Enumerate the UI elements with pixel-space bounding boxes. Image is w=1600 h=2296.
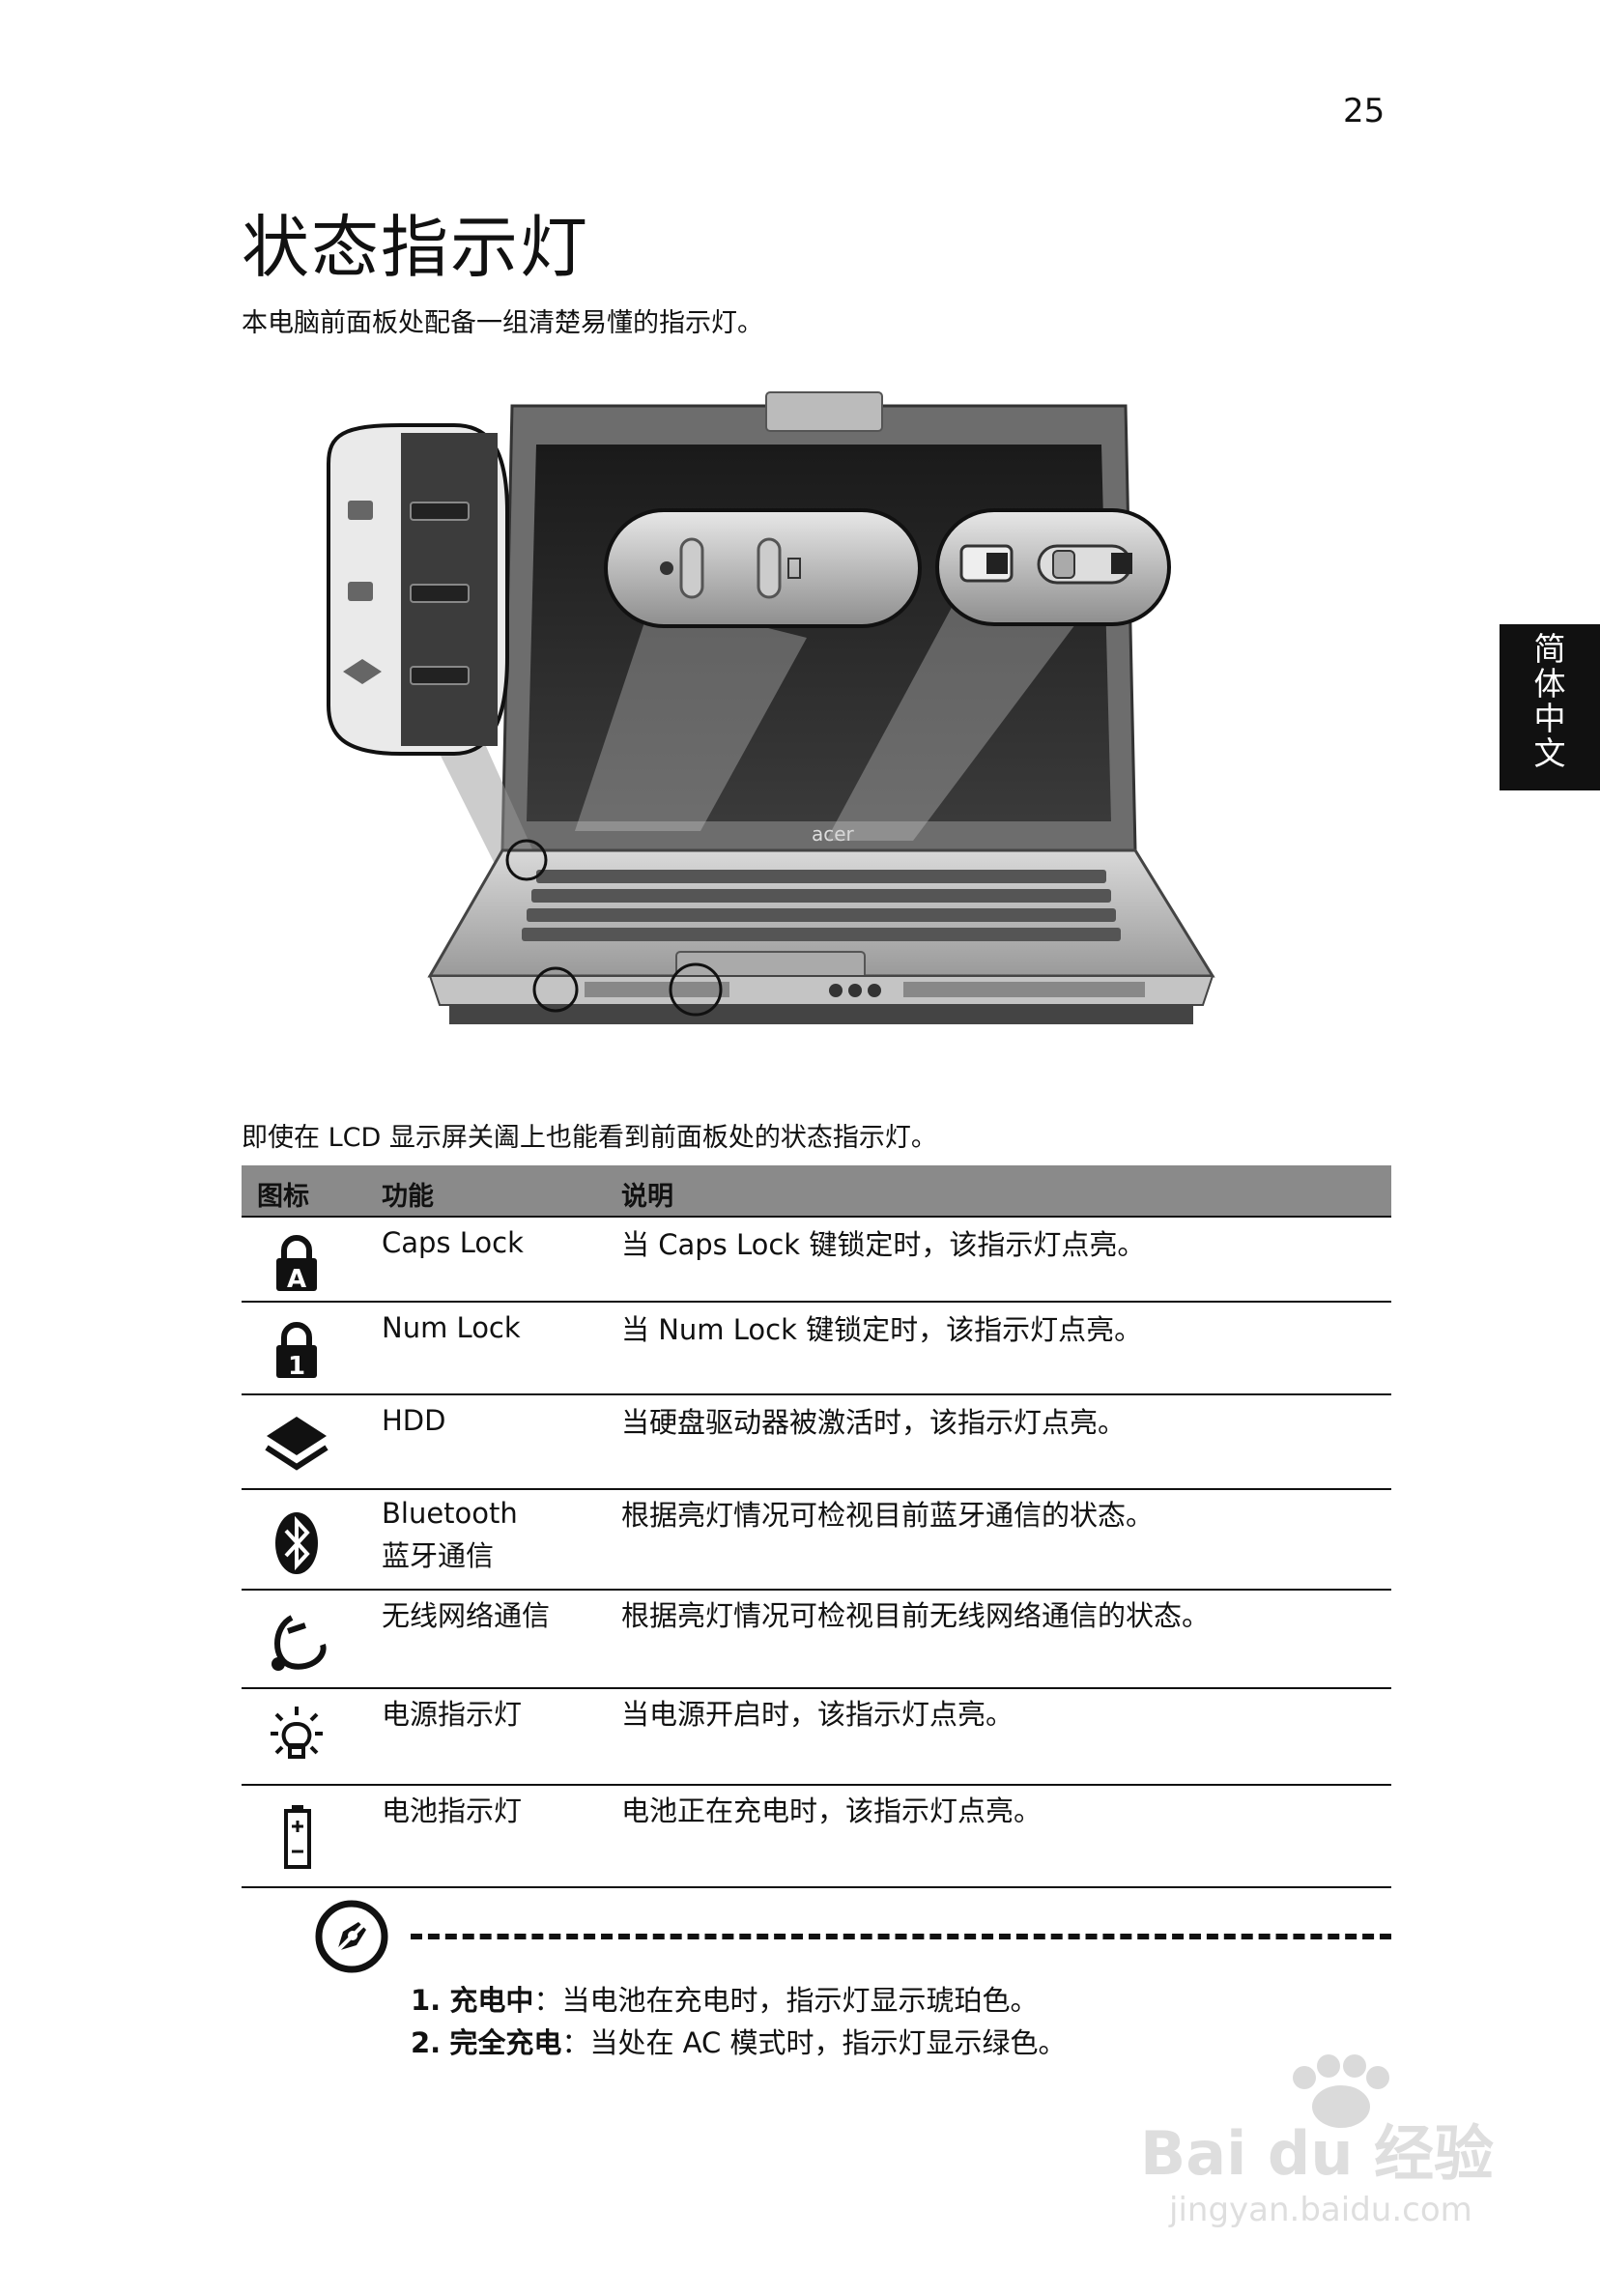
table-row: A Caps Lock 当 Caps Lock 键锁定时，该指示灯点亮。 bbox=[242, 1218, 1391, 1303]
description-text: 根据亮灯情况可检视目前无线网络通信的状态。 bbox=[621, 1599, 1211, 1632]
note-text: ：当电池在充电时，指示灯显示琥珀色。 bbox=[533, 1984, 1039, 2017]
table-row: HDD 当硬盘驱动器被激活时，该指示灯点亮。 bbox=[242, 1395, 1391, 1490]
note-label: 完全充电 bbox=[449, 2026, 562, 2059]
description-text: 当硬盘驱动器被激活时，该指示灯点亮。 bbox=[621, 1406, 1127, 1439]
watermark-brand: Bai du 经验 bbox=[1140, 2118, 1494, 2189]
acer-logo: acer bbox=[812, 822, 855, 846]
note-number: 2. bbox=[411, 2026, 442, 2059]
description-text: 电池正在充电时，该指示灯点亮。 bbox=[621, 1794, 1043, 1827]
header-function: 功能 bbox=[382, 1182, 434, 1212]
language-tab-char: 体 bbox=[1533, 665, 1566, 703]
caps-lock-icon: A bbox=[276, 1235, 317, 1294]
table-row: 1 Num Lock 当 Num Lock 键锁定时，该指示灯点亮。 bbox=[242, 1303, 1391, 1395]
svg-text:1: 1 bbox=[288, 1352, 305, 1381]
baidu-watermark: Bai du 经验 jingyan.baidu.com bbox=[1140, 2054, 1494, 2229]
note-icon bbox=[315, 1900, 388, 1973]
num-lock-icon: 1 bbox=[276, 1322, 317, 1381]
laptop-illustration: acer bbox=[327, 391, 1215, 1024]
page-number: 25 bbox=[1343, 92, 1386, 130]
header-description: 说明 bbox=[621, 1182, 673, 1212]
function-label: Num Lock bbox=[382, 1311, 521, 1344]
hdd-icon bbox=[265, 1417, 329, 1471]
bluetooth-icon bbox=[275, 1512, 318, 1574]
note-label: 充电中 bbox=[449, 1984, 534, 2017]
description-text: 当电源开启时，该指示灯点亮。 bbox=[621, 1698, 1014, 1731]
table-row: 无线网络通信 根据亮灯情况可检视目前无线网络通信的状态。 bbox=[242, 1591, 1391, 1689]
function-label: Bluetooth bbox=[382, 1497, 518, 1530]
function-label: HDD bbox=[382, 1404, 446, 1437]
note-block: 1. 充电中：当电池在充电时，指示灯显示琥珀色。 2. 完全充电：当处在 AC … bbox=[314, 1899, 1396, 2073]
wireless-icon bbox=[271, 1615, 327, 1671]
power-icon bbox=[271, 1707, 323, 1759]
table-row: 电池指示灯 电池正在充电时，该指示灯点亮。 bbox=[242, 1786, 1391, 1888]
language-tab-char: 文 bbox=[1533, 734, 1566, 772]
description-text: 当 Num Lock 键锁定时，该指示灯点亮。 bbox=[621, 1313, 1143, 1346]
function-label: 无线网络通信 bbox=[382, 1599, 551, 1632]
watermark-url: jingyan.baidu.com bbox=[1168, 2191, 1472, 2229]
function-label: 电源指示灯 bbox=[382, 1698, 523, 1731]
note-text: ：当处在 AC 模式时，指示灯显示绿色。 bbox=[561, 2026, 1067, 2059]
function-label: Caps Lock bbox=[382, 1226, 524, 1259]
page-title: 状态指示灯 bbox=[242, 208, 589, 287]
table-row: 电源指示灯 当电源开启时，该指示灯点亮。 bbox=[242, 1689, 1391, 1786]
function-label: 电池指示灯 bbox=[382, 1794, 523, 1827]
battery-icon bbox=[284, 1805, 311, 1869]
note-item: 2. 完全充电：当处在 AC 模式时，指示灯显示绿色。 bbox=[411, 2021, 1066, 2061]
indicator-table: 图标 功能 说明 A Caps Lock 当 Caps Lock 键锁定时，该指… bbox=[242, 1165, 1391, 1888]
function-label-secondary: 蓝牙通信 bbox=[382, 1539, 495, 1572]
svg-text:A: A bbox=[287, 1265, 306, 1294]
note-number: 1. bbox=[411, 1984, 442, 2017]
description-text: 当 Caps Lock 键锁定时，该指示灯点亮。 bbox=[621, 1228, 1146, 1261]
language-tab-char: 中 bbox=[1533, 700, 1566, 737]
description-text: 根据亮灯情况可检视目前蓝牙通信的状态。 bbox=[621, 1499, 1155, 1532]
language-tab-char: 简 bbox=[1533, 630, 1566, 668]
header-icon: 图标 bbox=[257, 1182, 309, 1212]
language-tab: 简 体 中 文 bbox=[1500, 624, 1600, 790]
table-header: 图标 功能 说明 bbox=[242, 1165, 1391, 1218]
lcd-note: 即使在 LCD 显示屏关阖上也能看到前面板处的状态指示灯。 bbox=[242, 1123, 937, 1153]
intro-text: 本电脑前面板处配备一组清楚易懂的指示灯。 bbox=[242, 308, 763, 338]
table-row: Bluetooth 蓝牙通信 根据亮灯情况可检视目前蓝牙通信的状态。 bbox=[242, 1490, 1391, 1591]
note-divider bbox=[411, 1934, 1391, 1939]
note-item: 1. 充电中：当电池在充电时，指示灯显示琥珀色。 bbox=[411, 1978, 1038, 2019]
